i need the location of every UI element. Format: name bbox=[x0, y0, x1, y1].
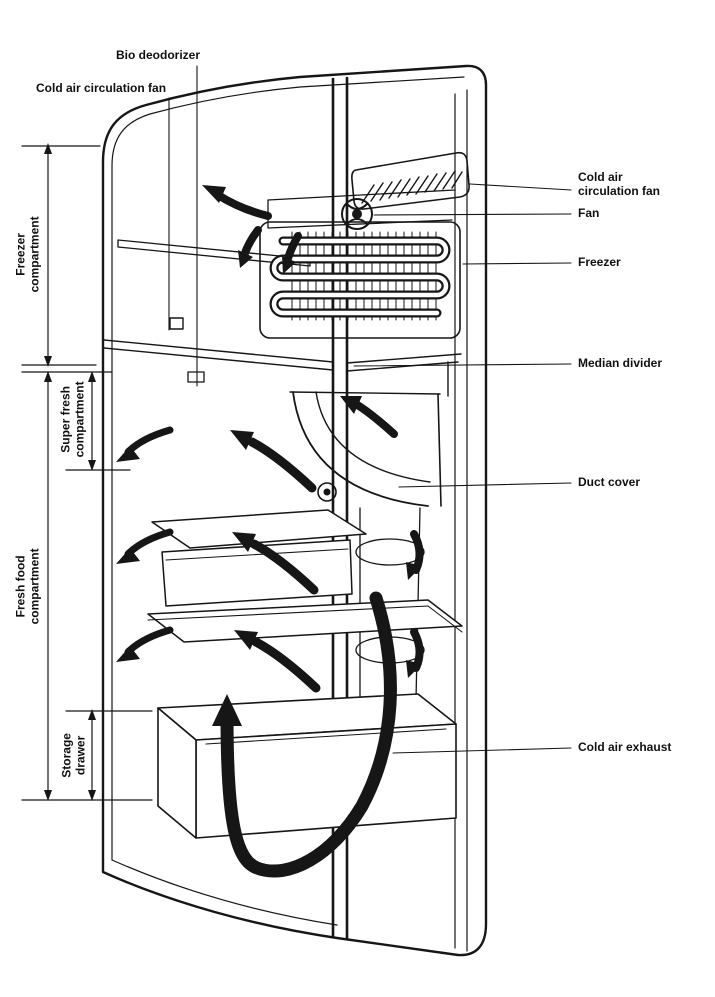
super-fresh-case bbox=[151, 509, 367, 607]
label-super-fresh-compartment: Super fresh compartment bbox=[58, 381, 87, 458]
label-storage-drawer: Storage drawer bbox=[59, 733, 88, 778]
median-divider-part bbox=[103, 339, 462, 397]
label-bio-deodorizer: Bio deodorizer bbox=[116, 48, 201, 62]
label-fresh-food-compartment: Fresh food compartment bbox=[13, 548, 42, 625]
label-fan: Fan bbox=[578, 206, 600, 220]
leader-cold-air-exhaust bbox=[392, 747, 572, 754]
label-freezer: Freezer bbox=[578, 255, 621, 269]
evaporator-coil bbox=[259, 221, 461, 339]
coil-tube-inner bbox=[271, 238, 449, 316]
dim-fresh-food-compartment bbox=[21, 371, 153, 801]
dim-freezer-compartment bbox=[21, 145, 101, 366]
label-freezer-compartment: Freezer compartment bbox=[13, 216, 42, 293]
label-cold-air-exhaust: Cold air exhaust bbox=[578, 740, 672, 754]
dimension-brackets bbox=[21, 143, 153, 801]
right-wall-lines bbox=[454, 89, 468, 952]
leader-median-divider bbox=[353, 363, 572, 367]
duct-outlet-upper bbox=[355, 538, 425, 566]
label-cold-air-circulation-fan-right: Cold air circulation fan bbox=[578, 170, 661, 199]
leader-cold-air-fan-right bbox=[469, 183, 572, 191]
leader-freezer bbox=[462, 262, 572, 265]
leader-fan bbox=[373, 213, 572, 216]
leader-duct-cover bbox=[398, 482, 572, 488]
label-cold-air-circulation-fan-left: Cold air circulation fan bbox=[36, 81, 167, 95]
dim-super-fresh-compartment bbox=[65, 377, 131, 471]
freezer-shelf bbox=[117, 239, 311, 330]
bio-deodorizer-unit bbox=[169, 317, 184, 330]
vent-grille bbox=[351, 151, 470, 210]
label-duct-cover: Duct cover bbox=[578, 475, 641, 489]
label-median-divider: Median divider bbox=[578, 356, 663, 370]
storage-drawer-box bbox=[157, 693, 457, 839]
dim-storage-drawer bbox=[65, 710, 153, 795]
airflow-arrows bbox=[116, 185, 424, 693]
leader-lines bbox=[168, 65, 572, 754]
cold-air-exhaust-arrow bbox=[212, 591, 397, 878]
